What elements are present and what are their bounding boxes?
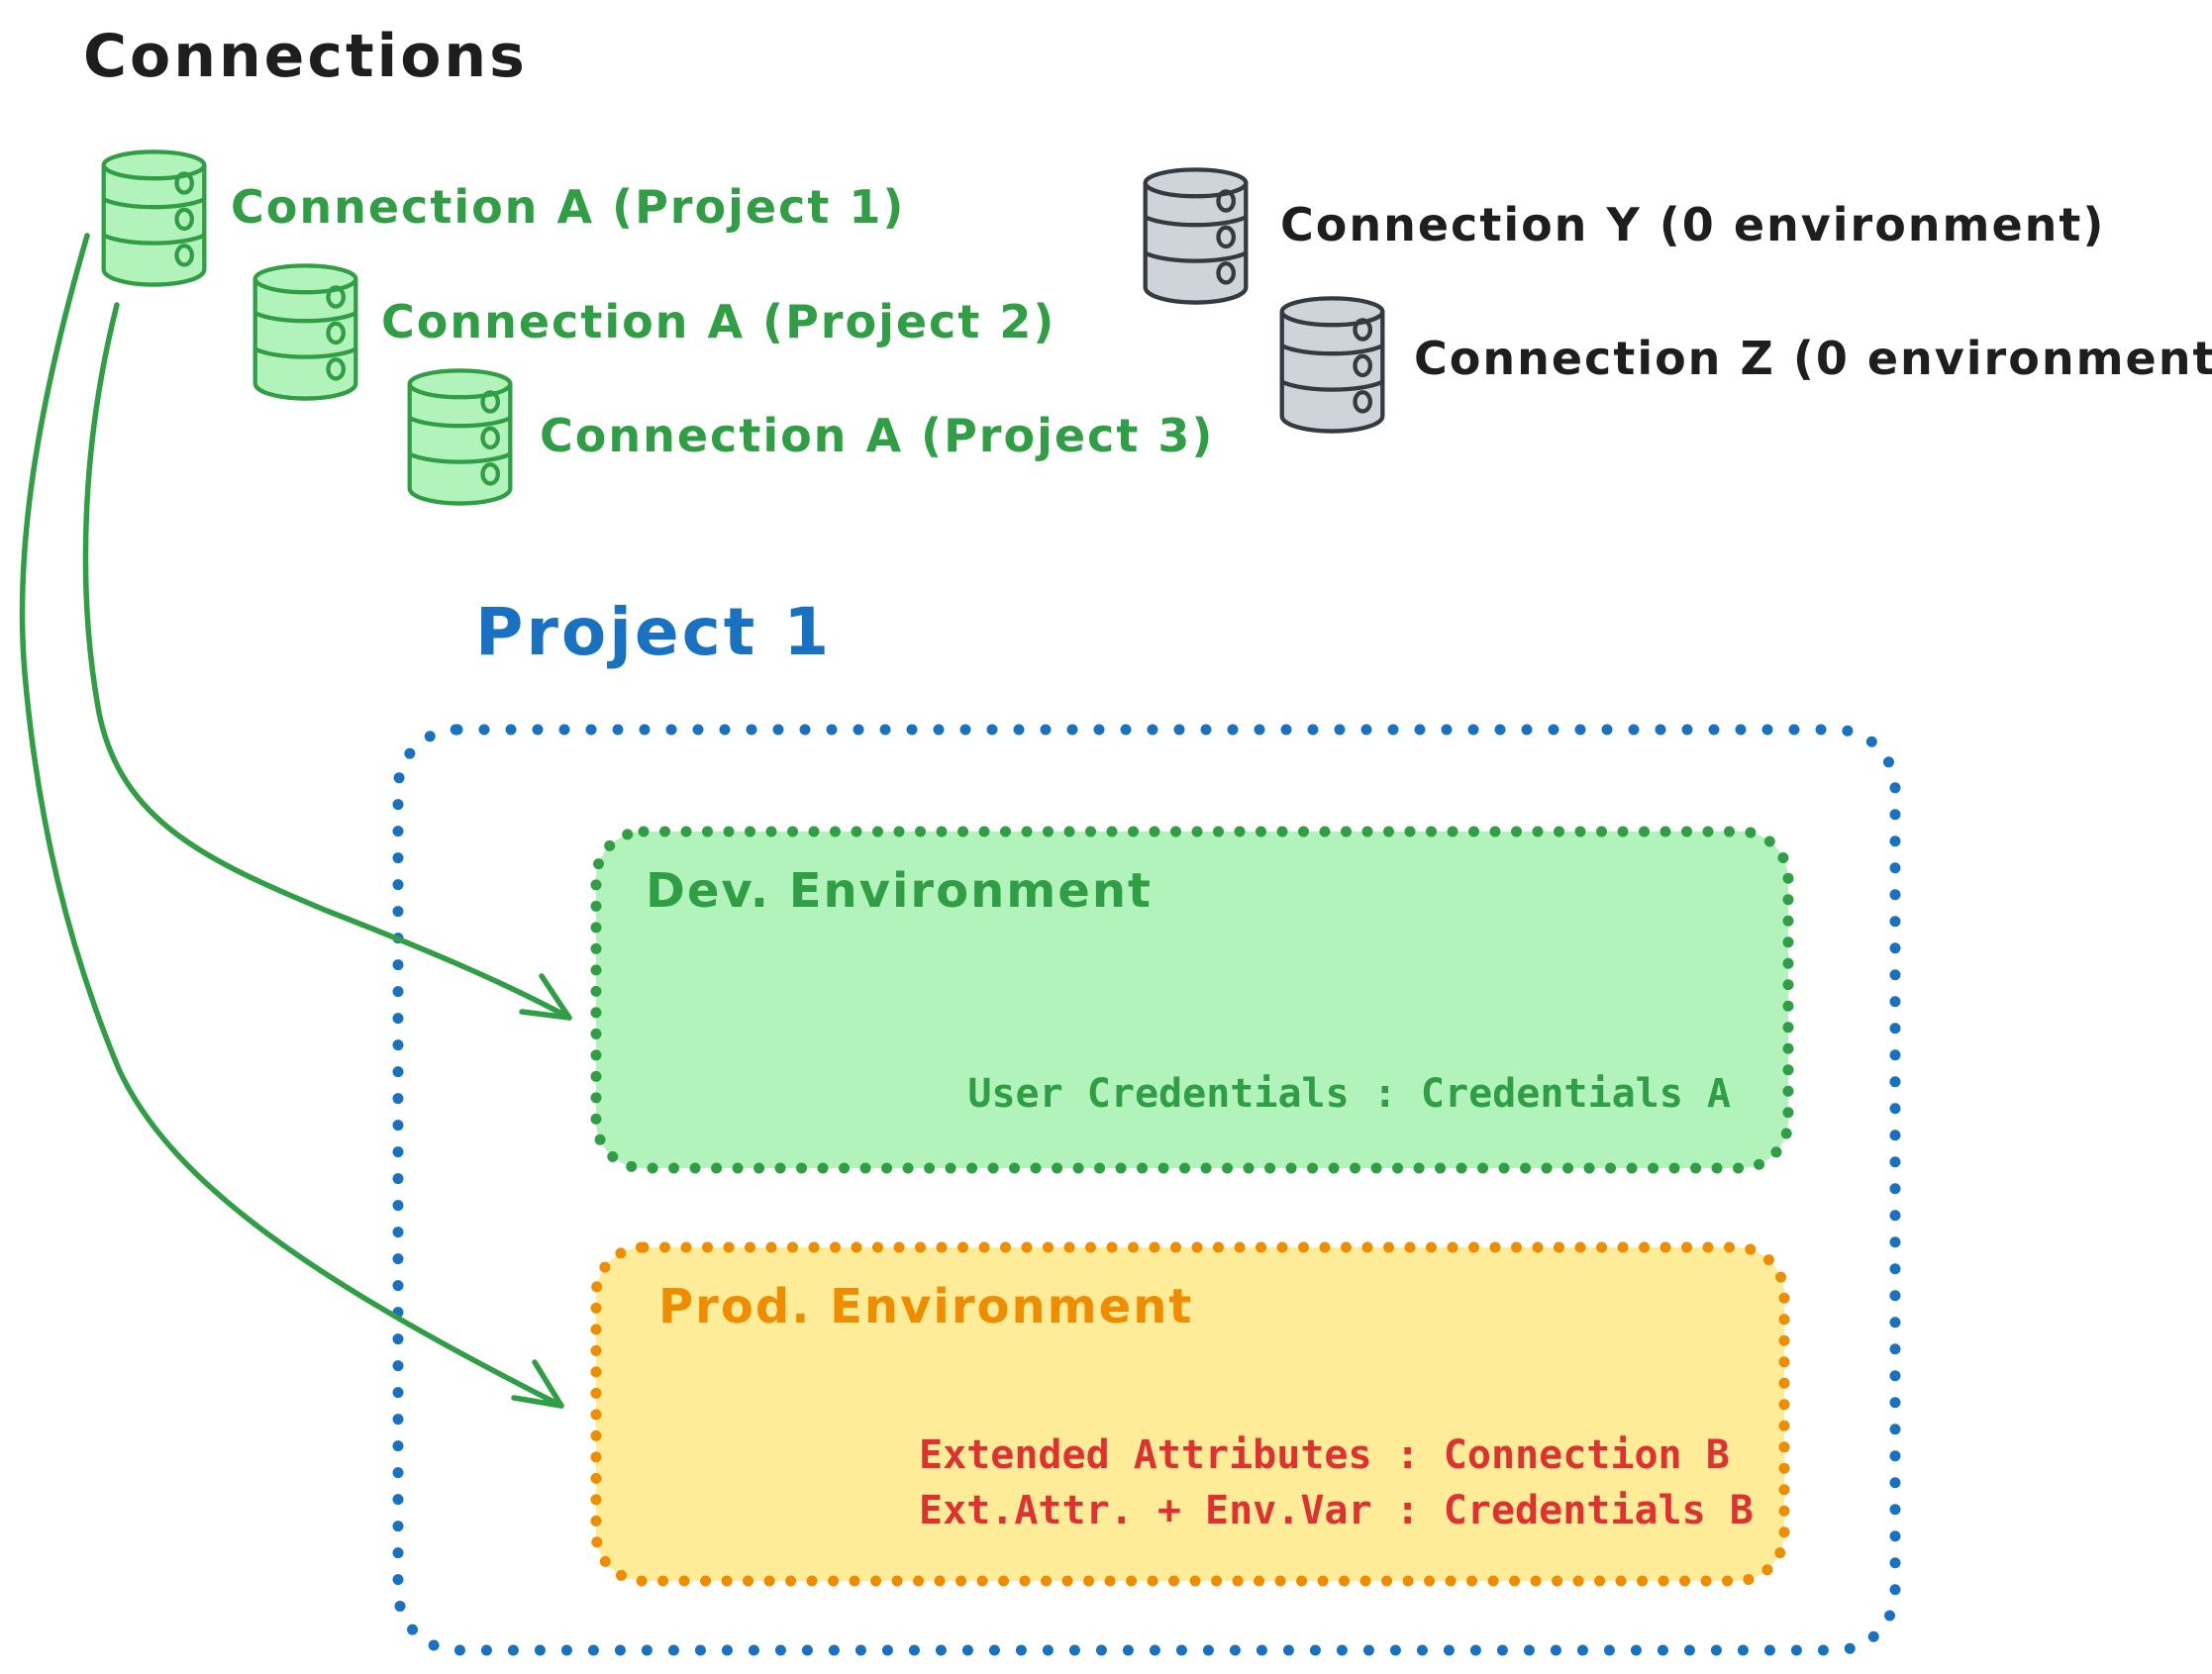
dev-credentials-text: User Credentials : Credentials A [967,1071,1731,1117]
connection-a-project-2-label: Connection A (Project 2) [381,295,1056,348]
project-1-box [392,724,1901,1656]
database-icon [1139,163,1253,307]
arrow-connection-a-to-prod [19,233,564,1409]
prod-mapping-text: Extended Attributes : Connection B Ext.A… [919,1428,1754,1538]
dev-environment-title: Dev. Environment [646,863,1153,919]
database-icon [1275,292,1389,436]
project-1-title: Project 1 [475,594,833,670]
connection-a-project-3-label: Connection A (Project 3) [540,409,1215,462]
dev-environment-box [590,826,1794,1174]
database-icon [403,364,517,508]
prod-mapping-line-2: Ext.Attr. + Env.Var : Credentials B [919,1488,1754,1533]
prod-environment-box [590,1241,1790,1587]
arrow-connection-a-to-dev [82,302,572,1021]
connection-a-project-1-label: Connection A (Project 1) [231,180,906,234]
connection-z-label: Connection Z (0 environment) [1414,332,2212,385]
database-icon [97,146,211,289]
prod-mapping-line-1: Extended Attributes : Connection B [919,1432,1730,1478]
arrowhead-prod-icon [511,1359,564,1409]
arrowhead-dev-icon [519,973,572,1021]
connection-y-label: Connection Y (0 environment) [1280,198,2106,251]
database-icon [249,259,362,403]
page-title: Connections [83,22,528,91]
prod-environment-title: Prod. Environment [658,1279,1194,1334]
